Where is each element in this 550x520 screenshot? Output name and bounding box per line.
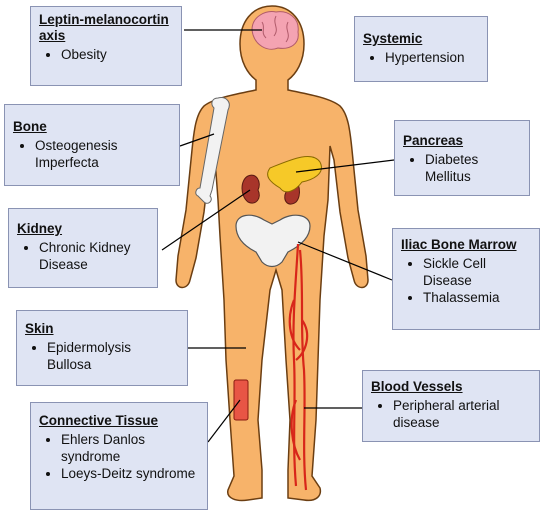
label-title: Pancreas xyxy=(403,133,464,148)
left-kidney-icon xyxy=(241,174,260,204)
disease-item: Ehlers Danlos syndrome xyxy=(61,431,199,465)
disease-list: Peripheral arterial disease xyxy=(371,397,531,431)
arm-bone-icon xyxy=(195,97,230,204)
callout-lines xyxy=(161,29,395,443)
callout-line-pancreas xyxy=(295,159,395,173)
callout-line-connective xyxy=(207,399,241,443)
disease-item: Thalassemia xyxy=(423,289,531,306)
label-skin: Skin Epidermolysis Bullosa xyxy=(16,310,188,386)
disease-list: Chronic Kidney Disease xyxy=(17,239,149,273)
disease-item: Sickle Cell Disease xyxy=(423,255,531,289)
brain-icon xyxy=(251,11,299,50)
disease-item: Osteogenesis Imperfecta xyxy=(35,137,171,171)
label-systemic: Systemic Hypertension xyxy=(354,16,488,82)
disease-item: Diabetes Mellitus xyxy=(425,151,521,185)
label-pancreas: Pancreas Diabetes Mellitus xyxy=(394,120,530,196)
disease-list: Epidermolysis Bullosa xyxy=(25,339,179,373)
label-connective-tissue: Connective Tissue Ehlers Danlos syndrome… xyxy=(30,402,208,510)
disease-list: Osteogenesis Imperfecta xyxy=(13,137,171,171)
disease-list: Obesity xyxy=(39,46,173,63)
label-kidney: Kidney Chronic Kidney Disease xyxy=(8,208,158,288)
leg-vessels xyxy=(288,243,309,491)
callout-line-kidney xyxy=(161,189,251,251)
label-title: Leptin-melanocortin axis xyxy=(39,12,169,43)
disease-list: Diabetes Mellitus xyxy=(403,151,521,185)
label-iliac-bone-marrow: Iliac Bone Marrow Sickle Cell Disease Th… xyxy=(392,228,540,330)
label-leptin-melanocortin: Leptin-melanocortin axis Obesity xyxy=(30,6,182,86)
disease-item: Epidermolysis Bullosa xyxy=(47,339,179,373)
skin-patch-icon xyxy=(233,379,249,421)
label-title: Connective Tissue xyxy=(39,413,159,428)
disease-list: Sickle Cell Disease Thalassemia xyxy=(401,255,531,306)
brain-folds xyxy=(261,15,289,43)
label-title: Skin xyxy=(25,321,54,336)
pelvis-icon xyxy=(235,214,311,268)
disease-item: Hypertension xyxy=(385,49,479,66)
callout-line-bone xyxy=(179,133,215,147)
disease-list: Hypertension xyxy=(363,49,479,66)
label-blood-vessels: Blood Vessels Peripheral arterial diseas… xyxy=(362,370,540,442)
disease-item: Peripheral arterial disease xyxy=(393,397,531,431)
label-title: Blood Vessels xyxy=(371,379,463,394)
callout-line-iliac xyxy=(297,241,393,281)
label-title: Iliac Bone Marrow xyxy=(401,237,517,252)
disease-item: Loeys-Deitz syndrome xyxy=(61,465,199,482)
disease-item: Obesity xyxy=(61,46,173,63)
label-title: Kidney xyxy=(17,221,63,236)
label-title: Systemic xyxy=(363,31,423,46)
label-title: Bone xyxy=(13,119,47,134)
pancreas-icon xyxy=(267,156,322,193)
disease-list: Ehlers Danlos syndrome Loeys-Deitz syndr… xyxy=(39,431,199,482)
label-bone: Bone Osteogenesis Imperfecta xyxy=(4,104,180,186)
disease-item: Chronic Kidney Disease xyxy=(39,239,149,273)
